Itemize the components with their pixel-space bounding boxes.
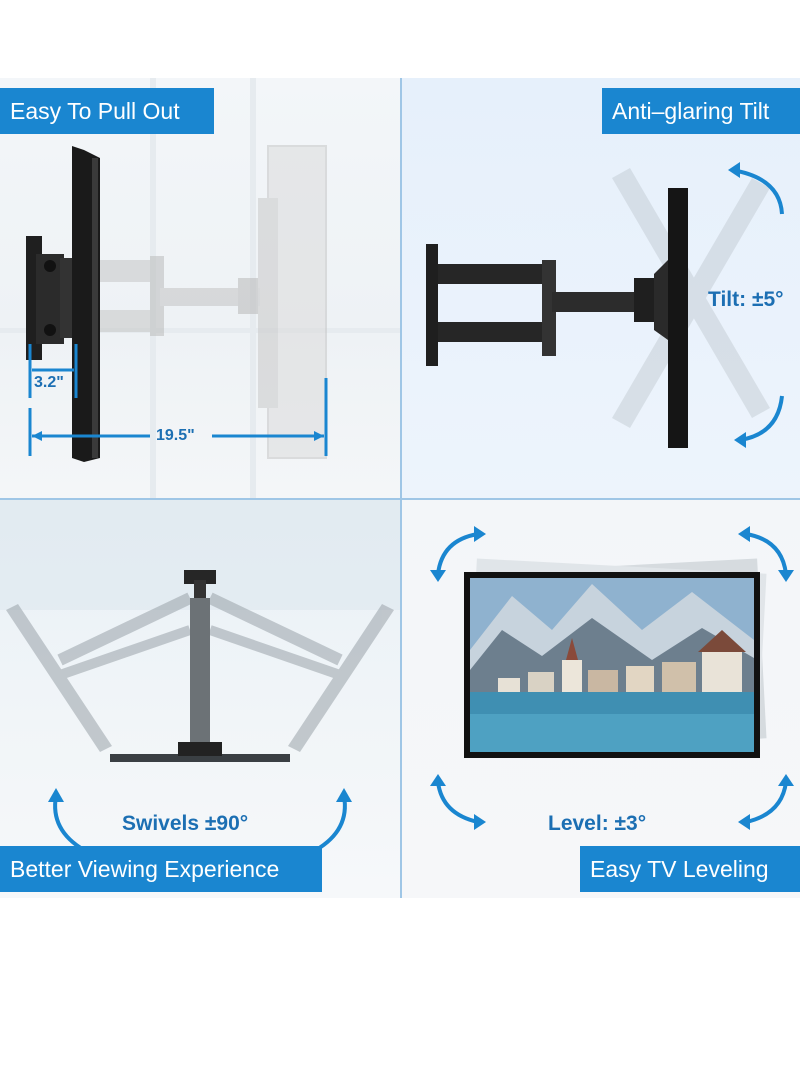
dimension-19-5: 19.5" xyxy=(156,427,195,444)
pull-out-illustration xyxy=(0,78,400,498)
swivel-callout: Swivels ±90° xyxy=(122,812,249,835)
dimension-3-2: 3.2" xyxy=(34,374,64,391)
panel-tilt: Anti–glaring Tilt Tilt: ±5° xyxy=(402,78,800,498)
panel-swivel: Swivels ±90° Better Viewing Experience xyxy=(0,500,400,898)
level-callout: Level: ±3° xyxy=(548,812,647,835)
swivel-illustration xyxy=(0,500,400,852)
tilt-callout: Tilt: ±5° xyxy=(708,288,784,311)
panel-title-tilt: Anti–glaring Tilt xyxy=(602,88,800,134)
tilt-illustration xyxy=(426,162,784,448)
panel-title-pull-out: Easy To Pull Out xyxy=(0,88,214,134)
horizontal-divider xyxy=(0,498,800,500)
vertical-divider xyxy=(400,78,402,898)
panel-title-level: Easy TV Leveling xyxy=(580,846,800,892)
level-illustration xyxy=(430,526,794,830)
feature-grid: Easy To Pull Out 3.2" 19.5" xyxy=(0,78,800,898)
panel-pull-out: Easy To Pull Out 3.2" 19.5" xyxy=(0,78,400,498)
panel-level: Level: ±3° Easy TV Leveling xyxy=(402,500,800,898)
panel-title-swivel: Better Viewing Experience xyxy=(0,846,322,892)
